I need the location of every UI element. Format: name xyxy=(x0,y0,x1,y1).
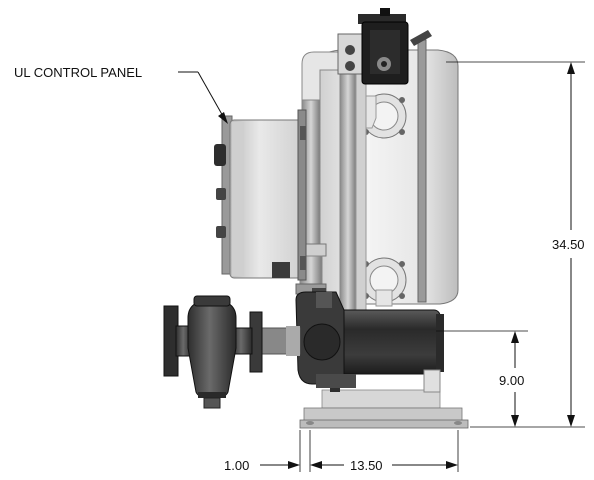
base-offset-label: 1.00 xyxy=(224,458,249,473)
pump-motor xyxy=(295,291,444,393)
dimension-base: 1.00 13.50 xyxy=(224,430,459,473)
control-panel-callout: UL CONTROL PANEL xyxy=(14,65,142,80)
ul-control-panel xyxy=(214,109,307,281)
base-plate xyxy=(299,389,469,429)
base-width-label: 13.50 xyxy=(350,458,383,473)
pressure-tank xyxy=(317,49,459,305)
total-height-label: 34.50 xyxy=(552,237,585,252)
dimension-total-height: 34.50 xyxy=(446,61,585,428)
y-strainer xyxy=(163,295,301,409)
callout-leader: UL CONTROL PANEL xyxy=(14,65,228,124)
pressure-switch xyxy=(358,8,432,85)
dimension-pump-height: 9.00 xyxy=(436,330,528,427)
pump-height-label: 9.00 xyxy=(499,373,524,388)
